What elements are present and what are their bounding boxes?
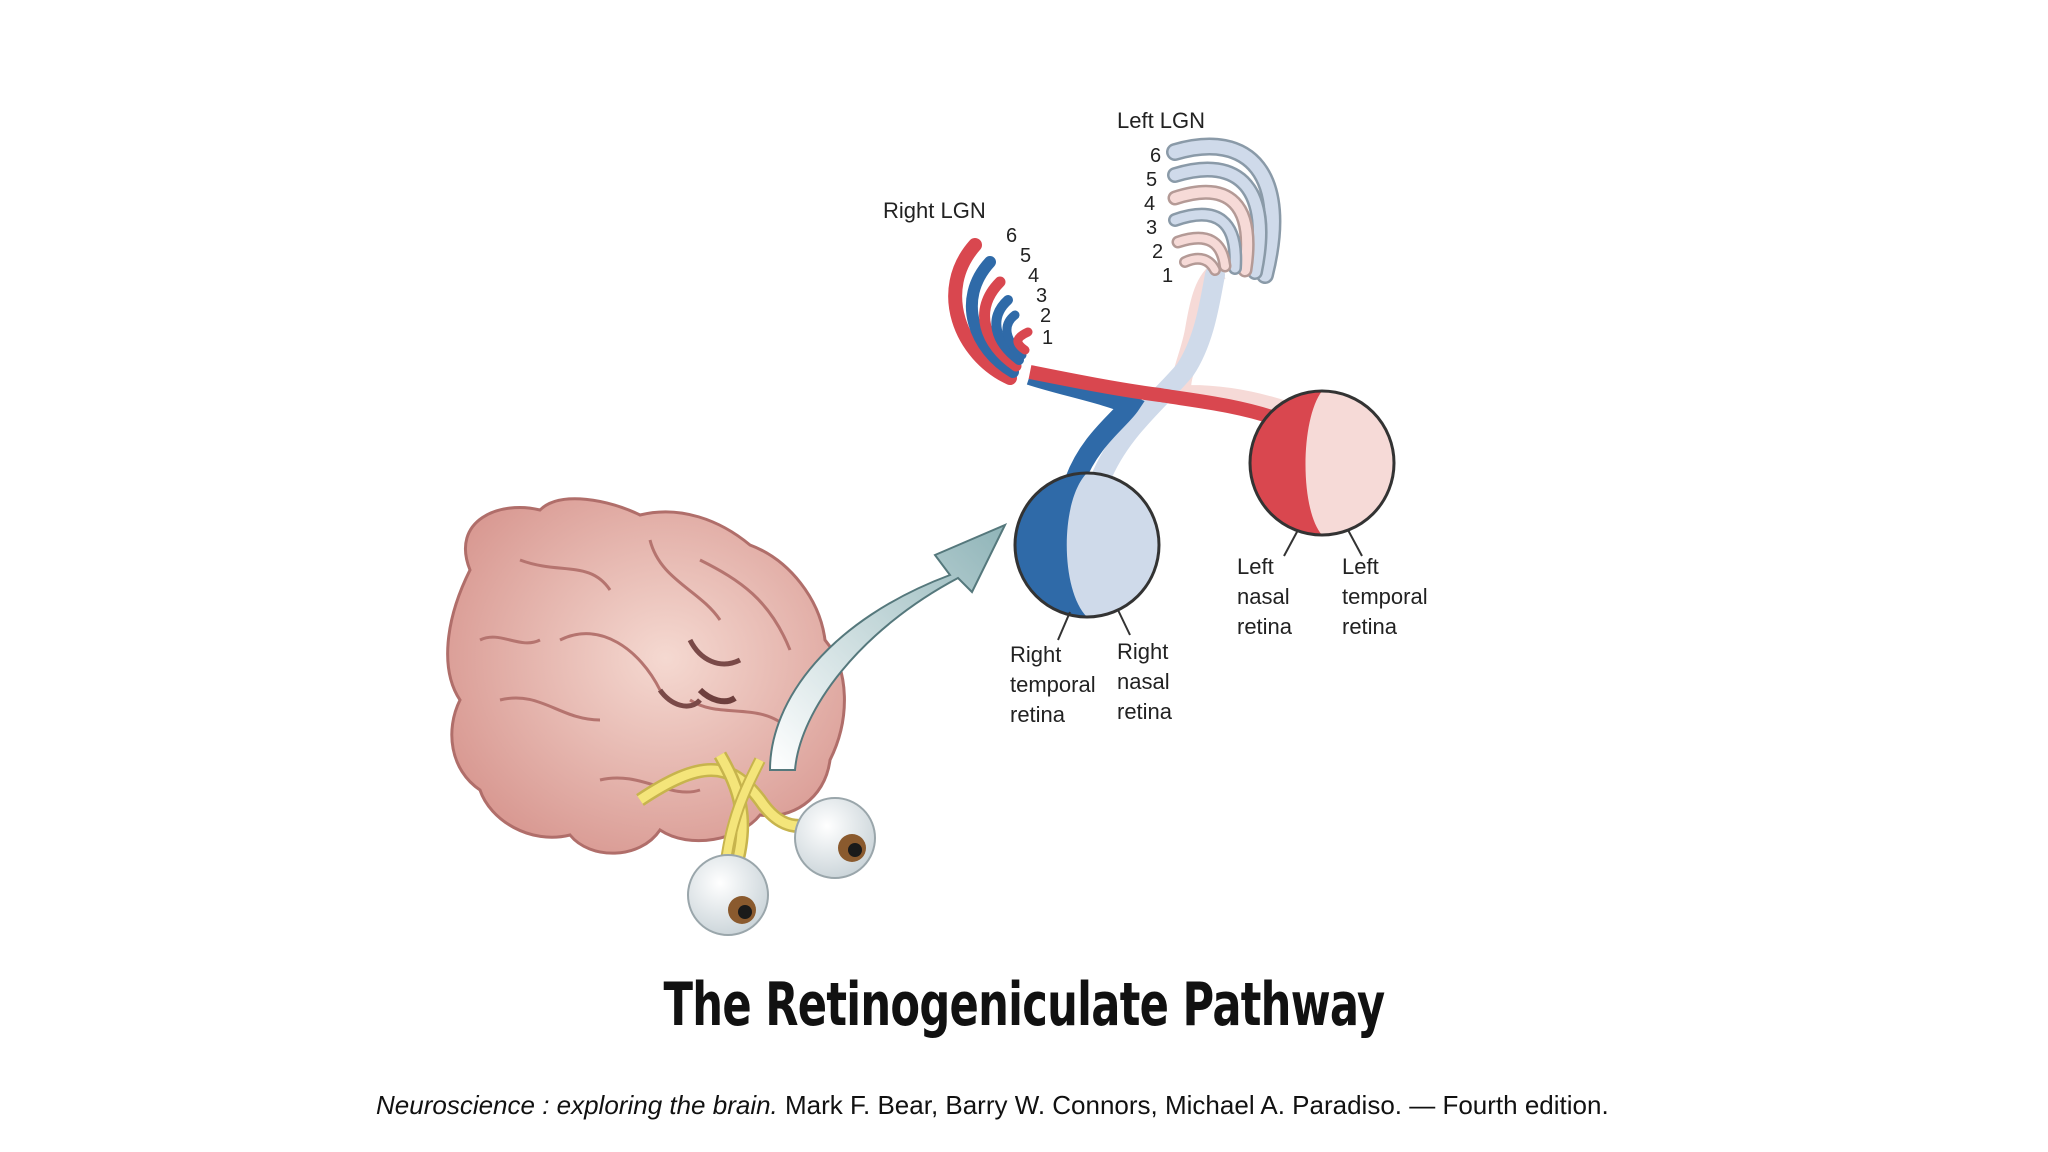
layer-number: 4 xyxy=(1144,193,1155,215)
svg-text:nasal: nasal xyxy=(1117,669,1170,694)
svg-text:Left: Left xyxy=(1342,554,1379,579)
left-retina-globe xyxy=(1248,389,1396,557)
left-lgn xyxy=(1166,137,1282,284)
left-lgn-layer-numbers: 6 5 4 3 2 1 xyxy=(1144,145,1173,287)
right-lgn-label: Right LGN xyxy=(883,198,986,223)
svg-text:retina: retina xyxy=(1237,614,1293,639)
retinogeniculate-diagram: Left LGN Right LGN 6 5 4 3 2 1 6 5 4 3 2… xyxy=(446,108,1428,936)
layer-number: 3 xyxy=(1036,285,1047,307)
right-nasal-retina-label: Right nasal retina xyxy=(1117,639,1173,724)
layer-number: 6 xyxy=(1006,225,1017,247)
right-lgn xyxy=(948,238,1033,385)
svg-text:Right: Right xyxy=(1117,639,1168,664)
left-temporal-retina-label: Left temporal retina xyxy=(1342,554,1428,639)
svg-text:nasal: nasal xyxy=(1237,584,1290,609)
right-retina-globe xyxy=(1013,471,1161,641)
citation: Neuroscience : exploring the brain. Mark… xyxy=(376,1090,1609,1121)
layer-number: 1 xyxy=(1042,327,1053,349)
citation-authors: Mark F. Bear, Barry W. Connors, Michael … xyxy=(777,1090,1609,1120)
slide-title: The Retinogeniculate Pathway xyxy=(663,970,1386,1040)
svg-text:retina: retina xyxy=(1342,614,1398,639)
eye-left xyxy=(687,854,769,936)
svg-text:temporal: temporal xyxy=(1010,672,1096,697)
layer-number: 3 xyxy=(1146,217,1157,239)
citation-book-title: Neuroscience : exploring the brain. xyxy=(376,1090,778,1120)
layer-number: 2 xyxy=(1040,305,1051,327)
layer-number: 6 xyxy=(1150,145,1161,167)
layer-number: 5 xyxy=(1020,245,1031,267)
layer-number: 1 xyxy=(1162,265,1173,287)
svg-text:temporal: temporal xyxy=(1342,584,1428,609)
layer-number: 2 xyxy=(1152,241,1163,263)
svg-text:Right: Right xyxy=(1010,642,1061,667)
layer-number: 4 xyxy=(1028,265,1039,287)
layer-number: 5 xyxy=(1146,169,1157,191)
svg-text:retina: retina xyxy=(1010,702,1066,727)
svg-text:retina: retina xyxy=(1117,699,1173,724)
svg-text:Left: Left xyxy=(1237,554,1274,579)
right-lgn-layer-numbers: 6 5 4 3 2 1 xyxy=(1006,225,1053,349)
pathway-arrow xyxy=(768,523,1008,771)
optic-tracts xyxy=(1026,261,1314,490)
eye-right xyxy=(794,797,876,879)
brain-illustration xyxy=(446,497,846,855)
right-temporal-retina-label: Right temporal retina xyxy=(1010,642,1096,727)
left-nasal-retina-label: Left nasal retina xyxy=(1237,554,1293,639)
left-lgn-label: Left LGN xyxy=(1117,108,1205,133)
